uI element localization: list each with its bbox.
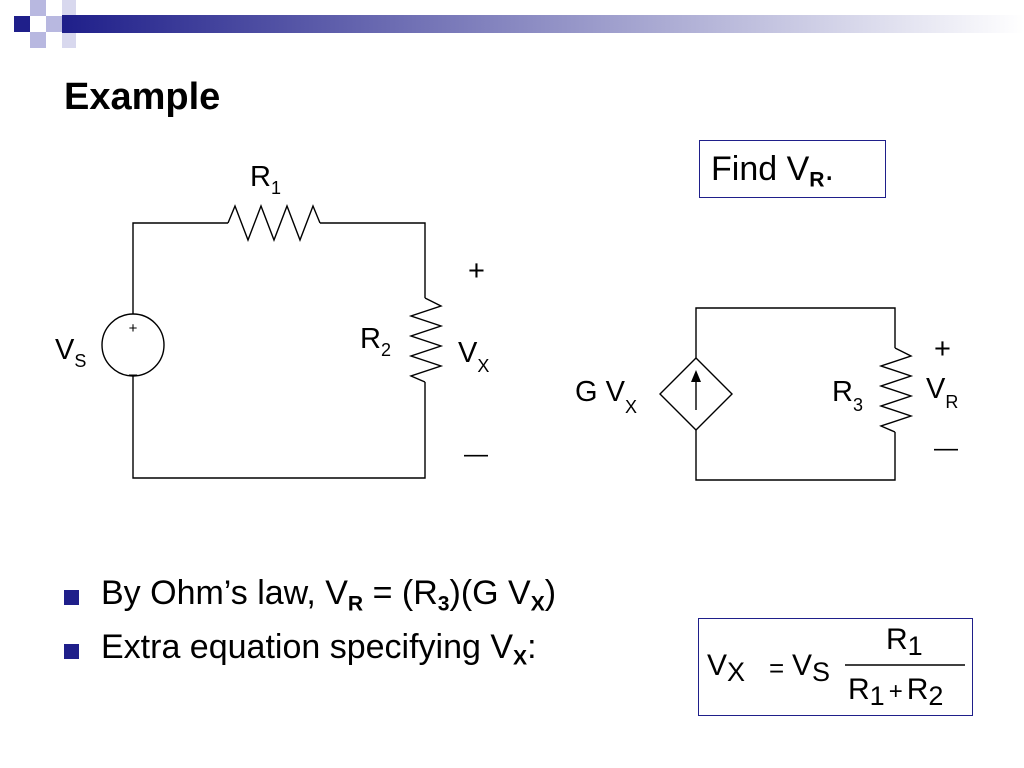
square-light: [30, 0, 46, 16]
bullet-square-icon: [64, 590, 79, 605]
eq-equals: =: [769, 653, 784, 683]
wire-top-left: [132, 222, 228, 258]
square-dark: [14, 16, 30, 32]
vx-plus: +: [468, 255, 485, 287]
eq-lhs: VX: [707, 649, 745, 687]
label-vs: VS: [55, 334, 86, 371]
header-decoration: [14, 0, 1024, 48]
wire-right-bottom: [132, 376, 426, 479]
square-light: [46, 16, 62, 32]
bullet-text: By Ohm’s law, VR = (R3)(G VX): [101, 574, 557, 616]
vx-minus: —: [464, 441, 488, 468]
dependent-current-source: [659, 357, 733, 431]
header-bar: [62, 15, 1024, 33]
voltage-source-vs: [101, 313, 165, 377]
square-white: [62, 0, 76, 15]
wire-right-loop: [695, 307, 896, 358]
source-minus: –: [129, 366, 138, 383]
bullet-square-icon: [64, 644, 79, 659]
find-prefix: Find V: [711, 150, 810, 188]
bullet-text: Extra equation specifying VX:: [101, 628, 537, 670]
vr-plus: +: [934, 333, 951, 365]
find-suffix: .: [824, 150, 834, 188]
label-vx: VX: [458, 337, 489, 376]
equation-box: VX = VS R1 R1+R2: [698, 618, 973, 716]
label-r1: R1: [250, 161, 281, 198]
find-sub: R: [809, 168, 825, 192]
eq-denominator: R1+R2: [848, 673, 943, 711]
left-circuit: [101, 204, 444, 479]
resistor-r1: [227, 204, 321, 242]
slide-title: Example: [64, 76, 221, 118]
right-circuit: [659, 307, 914, 481]
label-vr: VR: [926, 373, 958, 412]
wire-top-right: [320, 222, 426, 298]
voltage-divider-equation: VX = VS R1 R1+R2: [707, 623, 965, 711]
square-white: [62, 33, 76, 48]
label-gvx: G VX: [575, 376, 637, 417]
eq-rhs: VS: [792, 649, 830, 687]
square-light: [30, 32, 46, 48]
label-r3: R3: [832, 376, 863, 415]
resistor-r3: [878, 347, 914, 433]
label-r2: R2: [360, 323, 391, 360]
arrow-head: [691, 370, 701, 382]
resistor-r2: [408, 297, 444, 383]
wire-right-bottom-loop: [695, 430, 896, 481]
find-box: Find VR.: [699, 140, 886, 198]
source-plus: +: [129, 320, 138, 337]
eq-numerator: R1: [886, 623, 923, 661]
vr-minus: —: [934, 435, 958, 462]
